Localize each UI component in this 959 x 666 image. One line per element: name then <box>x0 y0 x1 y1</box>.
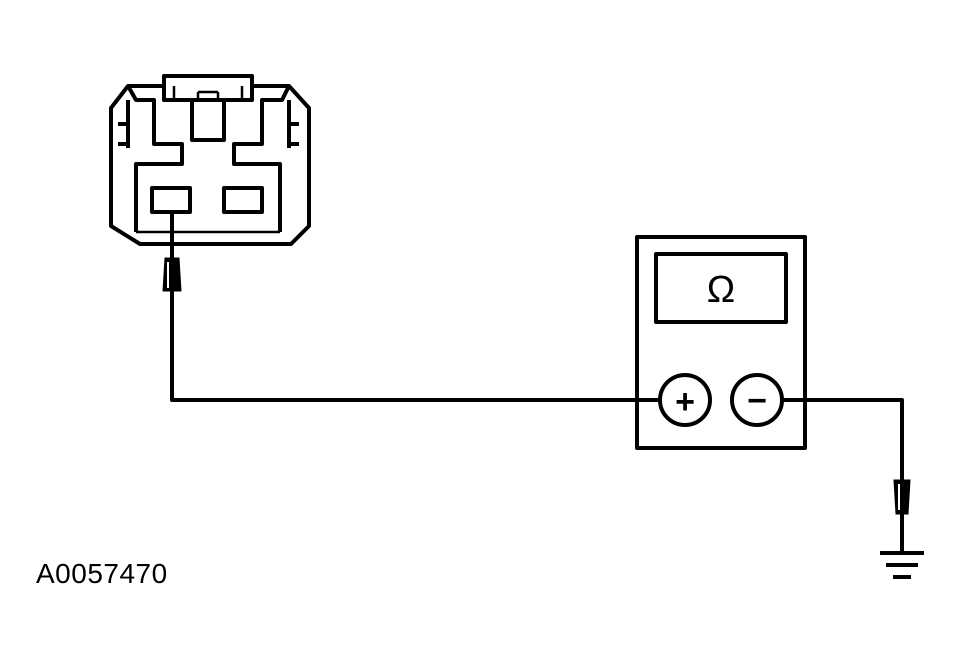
test-lead-positive <box>170 291 660 402</box>
connector-icon <box>109 74 311 246</box>
multimeter-icon <box>635 235 807 450</box>
connector-pin-cavity <box>150 186 192 214</box>
ground-icon <box>880 551 924 579</box>
probe-icon <box>893 479 911 552</box>
meter-display-symbol: Ω <box>707 269 735 311</box>
figure-reference-id: A0057470 <box>36 558 168 589</box>
test-lead-negative <box>782 398 904 480</box>
meter-positive-terminal <box>658 373 712 427</box>
meter-positive-label: + <box>675 383 695 421</box>
meter-negative-label: − <box>747 382 767 420</box>
connector-pin-cavity <box>222 186 264 214</box>
meter-display <box>654 252 788 324</box>
probe-icon <box>162 252 182 292</box>
